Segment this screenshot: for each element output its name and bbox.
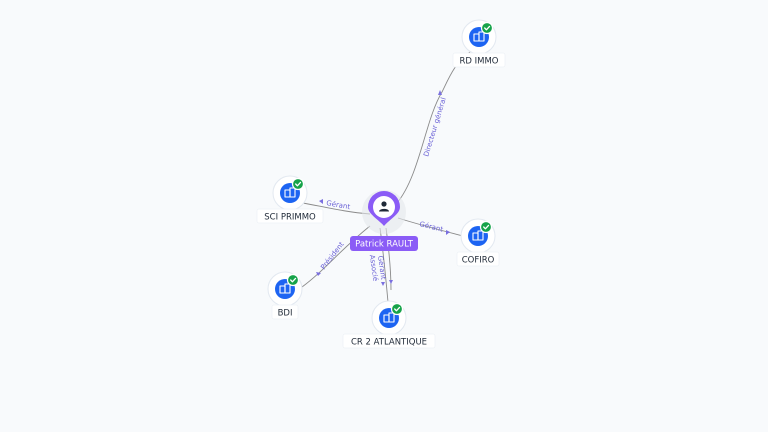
edge-bdi: Président — [301, 225, 371, 288]
person-name-pill — [350, 236, 418, 251]
building-icon — [473, 31, 485, 42]
company-node-cr2-atlantique[interactable]: CR 2 ATLANTIQUE — [342, 300, 436, 349]
edge-arrow — [381, 282, 385, 286]
edge-arrow — [446, 230, 450, 235]
building-icon — [383, 312, 395, 323]
building-icon — [279, 283, 291, 294]
edge-label-line-2: Associé — [368, 254, 380, 281]
edge-arrow — [389, 280, 393, 284]
edge-label-cr2-atlantique: Gérant Associé — [368, 253, 388, 283]
company-name: RD IMMO — [459, 57, 498, 67]
verified-check-icon — [291, 177, 305, 191]
edge-cofiro: Gérant — [397, 217, 464, 237]
verified-check-icon — [479, 220, 493, 234]
person-name: Patrick RAULT — [355, 240, 414, 250]
edge-arrow — [438, 90, 442, 95]
company-node-cofiro[interactable]: COFIRO — [456, 218, 500, 267]
edge-label-line-1: Gérant — [376, 255, 387, 280]
company-node-sci-primmo[interactable]: SCI PRIMMO — [256, 175, 324, 224]
person-node-center[interactable]: Patrick RAULT — [350, 190, 418, 251]
pin-inner — [373, 196, 395, 218]
edge-rd-immo: Directeur général — [396, 51, 471, 204]
edge-arrow — [319, 199, 323, 204]
verified-check-icon — [480, 21, 494, 35]
company-node-bdi[interactable]: BDI — [267, 271, 303, 320]
company-name: SCI PRIMMO — [264, 213, 316, 223]
edge-label-bdi: Président — [319, 240, 346, 271]
building-icon — [472, 230, 484, 241]
edge-sci-primmo: Gérant — [302, 199, 371, 215]
company-node-rd-immo[interactable]: RD IMMO — [452, 19, 506, 68]
company-name: COFIRO — [462, 256, 495, 266]
building-icon — [284, 187, 296, 198]
person-icon — [379, 201, 389, 212]
company-name: BDI — [278, 309, 293, 319]
edge-label-cofiro: Gérant — [419, 220, 445, 234]
verified-check-icon — [286, 273, 300, 287]
company-name: CR 2 ATLANTIQUE — [351, 338, 427, 348]
edge-arrow — [316, 272, 321, 276]
verified-check-icon — [390, 302, 404, 316]
